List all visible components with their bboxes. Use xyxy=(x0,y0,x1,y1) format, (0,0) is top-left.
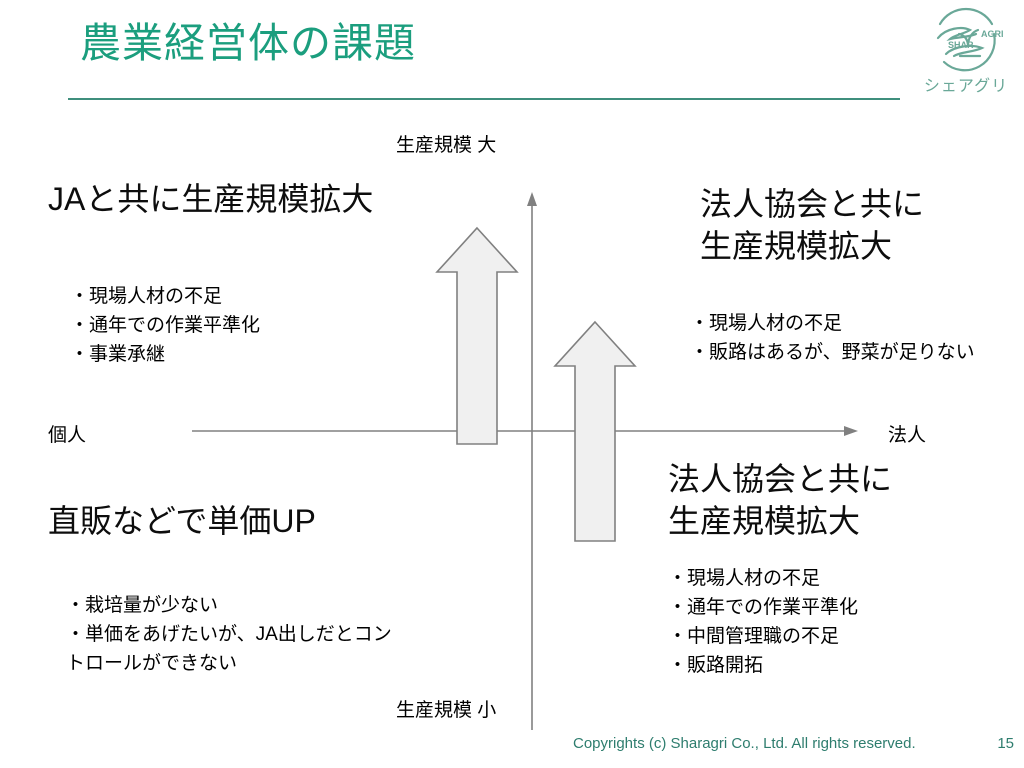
page-title: 農業経営体の課題 xyxy=(80,20,416,66)
list-item: ・販路はあるが、野菜が足りない xyxy=(690,341,975,363)
axis-label-scale-small: 生産規模 小 xyxy=(396,700,497,721)
list-item: ・販路開拓 xyxy=(668,654,764,676)
quadrant-bottom-left-heading: 直販などで単価UP xyxy=(48,503,316,539)
axis-label-corporate: 法人 xyxy=(888,425,927,446)
vertical-axis xyxy=(527,192,537,730)
quadrant-top-right-bullets: ・現場人材の不足 ・販路はあるが、野菜が足りない xyxy=(690,310,975,368)
list-item: ・栽培量が少ない xyxy=(66,595,219,616)
quadrant-top-left-bullets: ・現場人材の不足 ・通年での作業平準化 ・事業承継 xyxy=(70,283,260,370)
list-item: ・通年での作業平準化 xyxy=(668,596,859,618)
brand-logo: SHAR AGRI シェアグリ xyxy=(916,4,1016,100)
footer-copyright: Copyrights (c) Sharagri Co., Ltd. All ri… xyxy=(573,735,916,752)
list-item: ・中間管理職の不足 xyxy=(668,625,840,647)
logo-brand-kana: シェアグリ xyxy=(923,78,1009,95)
growth-arrow-left-icon xyxy=(435,226,519,445)
horizontal-axis xyxy=(192,426,858,436)
list-item: ・事業承継 xyxy=(70,343,166,365)
axis-label-individual: 個人 xyxy=(48,425,87,446)
list-item: ・現場人材の不足 xyxy=(668,568,821,589)
logo-text-share: SHAR xyxy=(948,40,974,50)
axis-label-scale-large: 生産規模 大 xyxy=(396,135,497,156)
quadrant-bottom-right-bullets: ・現場人材の不足 ・通年での作業平準化 ・中間管理職の不足 ・販路開拓 xyxy=(668,565,858,681)
sharagri-logo-mark-icon: SHAR AGRI xyxy=(936,7,1004,72)
footer-page-number: 15 xyxy=(997,735,1014,752)
quadrant-bottom-left-bullets: ・栽培量が少ない ・単価をあげたいが、JA出しだとコン トロールができない xyxy=(66,592,392,679)
list-item: ・現場人材の不足 xyxy=(690,313,843,334)
title-divider xyxy=(68,98,900,100)
growth-arrow-right-icon xyxy=(553,320,637,542)
list-item: ・単価をあげたいが、JA出しだとコン トロールができない xyxy=(66,623,392,674)
quadrant-top-right-heading: 法人協会と共に 生産規模拡大 xyxy=(700,186,925,265)
logo-text-agri: AGRI xyxy=(981,29,1004,39)
list-item: ・通年での作業平準化 xyxy=(70,314,261,336)
quadrant-bottom-right-heading: 法人協会と共に 生産規模拡大 xyxy=(668,461,893,540)
quadrant-top-left-heading: JAと共に生産規模拡大 xyxy=(48,181,374,217)
list-item: ・現場人材の不足 xyxy=(70,286,223,307)
